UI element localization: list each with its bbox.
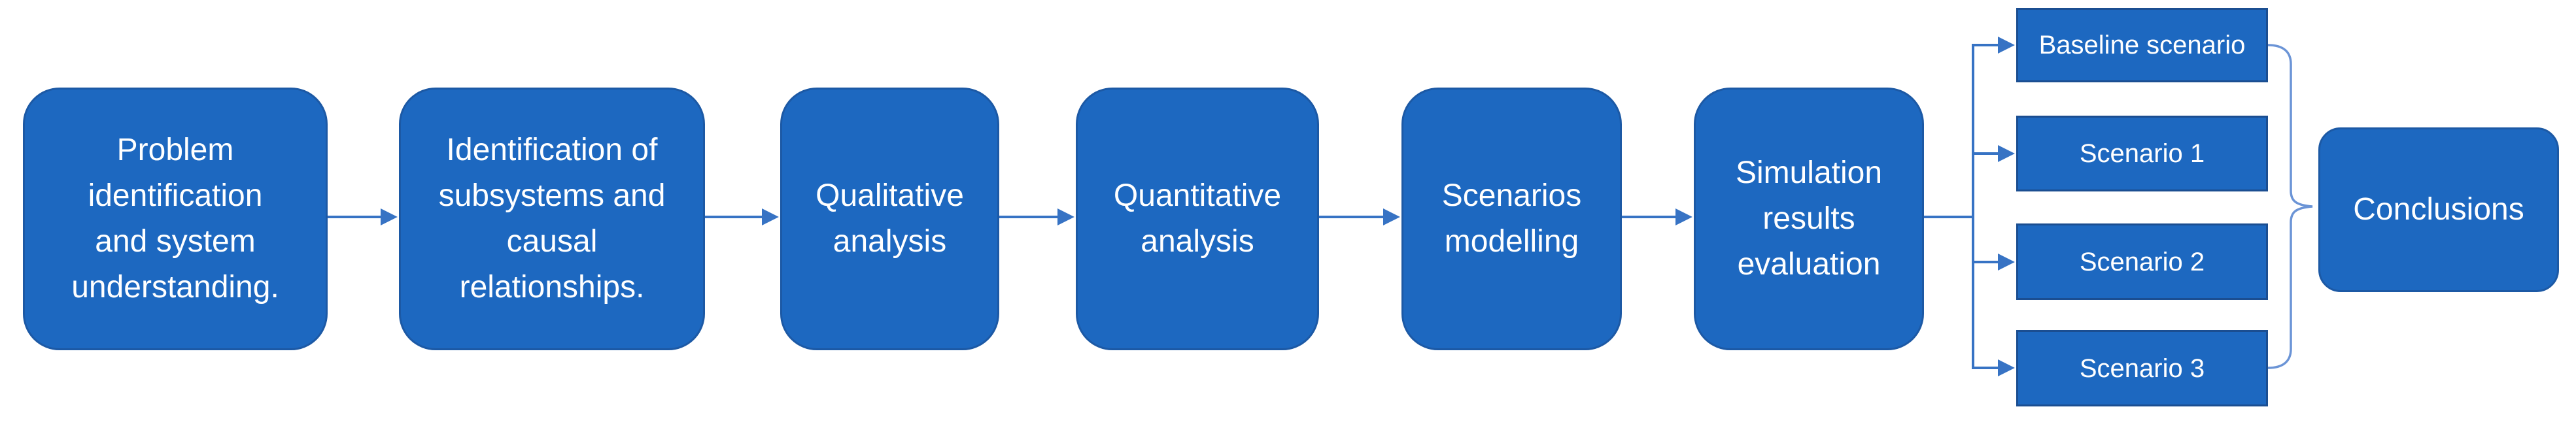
node-scenarios-modelling: Scenarios modelling	[1401, 88, 1622, 350]
node-label-line: Problem	[116, 133, 234, 167]
node-label-line: identification	[88, 178, 263, 213]
node-simulation-results-evaluation: Simulation results evaluation	[1694, 88, 1924, 350]
node-conclusions-label: Conclusions	[2353, 192, 2524, 227]
node-scenario-3-label: Scenario 3	[2079, 354, 2205, 383]
node-subsystems-identification-label: Identification of subsystems and causal …	[439, 127, 666, 310]
node-scenarios-modelling-label: Scenarios modelling	[1442, 173, 1581, 265]
node-problem-identification: Problem identification and system unders…	[23, 88, 328, 350]
node-qualitative-analysis-label: Qualitative analysis	[816, 173, 964, 265]
node-scenario-2: Scenario 2	[2016, 223, 2268, 300]
node-scenario-3: Scenario 3	[2016, 330, 2268, 406]
node-label-line: Simulation	[1735, 156, 1883, 190]
node-label-line: subsystems and	[438, 178, 666, 213]
node-label-line: relationships.	[459, 270, 645, 305]
node-baseline-scenario-label: Baseline scenario	[2038, 31, 2246, 59]
node-label-line: Identification of	[446, 133, 658, 167]
node-label-line: analysis	[1141, 224, 1254, 259]
merge-brace	[2267, 44, 2313, 369]
node-scenario-1: Scenario 1	[2016, 116, 2268, 191]
node-scenario-1-label: Scenario 1	[2079, 139, 2205, 168]
node-subsystems-identification: Identification of subsystems and causal …	[399, 88, 705, 350]
node-quantitative-analysis-label: Quantitative analysis	[1114, 173, 1281, 265]
node-label-line: Qualitative	[816, 178, 964, 213]
node-label-line: analysis	[833, 224, 947, 259]
node-label-line: causal	[506, 224, 598, 259]
node-label-line: Scenarios	[1441, 178, 1582, 213]
node-scenario-2-label: Scenario 2	[2079, 247, 2205, 276]
node-problem-identification-label: Problem identification and system unders…	[71, 127, 279, 310]
node-qualitative-analysis: Qualitative analysis	[780, 88, 999, 350]
node-conclusions: Conclusions	[2318, 127, 2559, 292]
node-baseline-scenario: Baseline scenario	[2016, 8, 2268, 82]
node-label-line: evaluation	[1737, 247, 1881, 282]
node-label-line: understanding.	[71, 270, 279, 305]
node-label-line: modelling	[1444, 224, 1579, 259]
node-label-line: and system	[95, 224, 256, 259]
node-quantitative-analysis: Quantitative analysis	[1076, 88, 1319, 350]
node-simulation-results-evaluation-label: Simulation results evaluation	[1736, 150, 1882, 288]
node-label-line: Quantitative	[1113, 178, 1282, 213]
node-label-line: results	[1762, 201, 1855, 236]
